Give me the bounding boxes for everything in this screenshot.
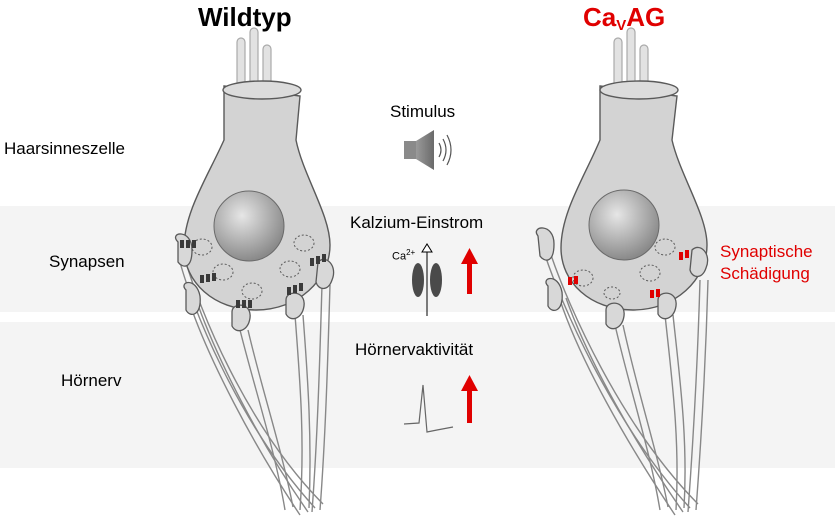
stimulus-label: Stimulus <box>390 102 456 121</box>
wildtype-title: Wildtyp <box>198 2 292 32</box>
mutant-hair-cell <box>535 27 709 516</box>
calcium-channels-right <box>568 250 689 298</box>
speaker-icon <box>404 130 452 170</box>
synaptic-terminals-left <box>175 233 335 332</box>
row-label-nerve: Hörnerv <box>61 371 122 390</box>
up-arrow-icon <box>461 375 478 423</box>
up-arrow-icon <box>461 248 478 294</box>
row-label-cell: Haarsinneszelle <box>4 139 125 158</box>
nerve-fibers-left <box>179 261 331 516</box>
synaptic-terminals-right <box>535 227 709 330</box>
nucleus-right <box>588 189 660 261</box>
vesicles-right <box>572 238 676 300</box>
calcium-channel-icon <box>412 243 442 316</box>
synaptic-damage-line2: Schädigung <box>720 264 810 283</box>
wildtype-hair-cell <box>175 27 335 516</box>
action-potential-icon <box>403 384 454 433</box>
mutant-title: CaVAG <box>583 2 666 34</box>
nucleus-left <box>213 190 285 262</box>
synaptic-damage-line1: Synaptische <box>720 242 813 261</box>
calcium-channels-left <box>180 240 326 308</box>
nerve-activity-label: Hörnervaktivität <box>355 340 474 359</box>
row-label-synapses: Synapsen <box>49 252 125 271</box>
calcium-influx-label: Kalzium-Einstrom <box>350 213 484 232</box>
nerve-fibers-right <box>544 254 709 516</box>
calcium-ion-label: Ca2+ <box>392 248 416 263</box>
